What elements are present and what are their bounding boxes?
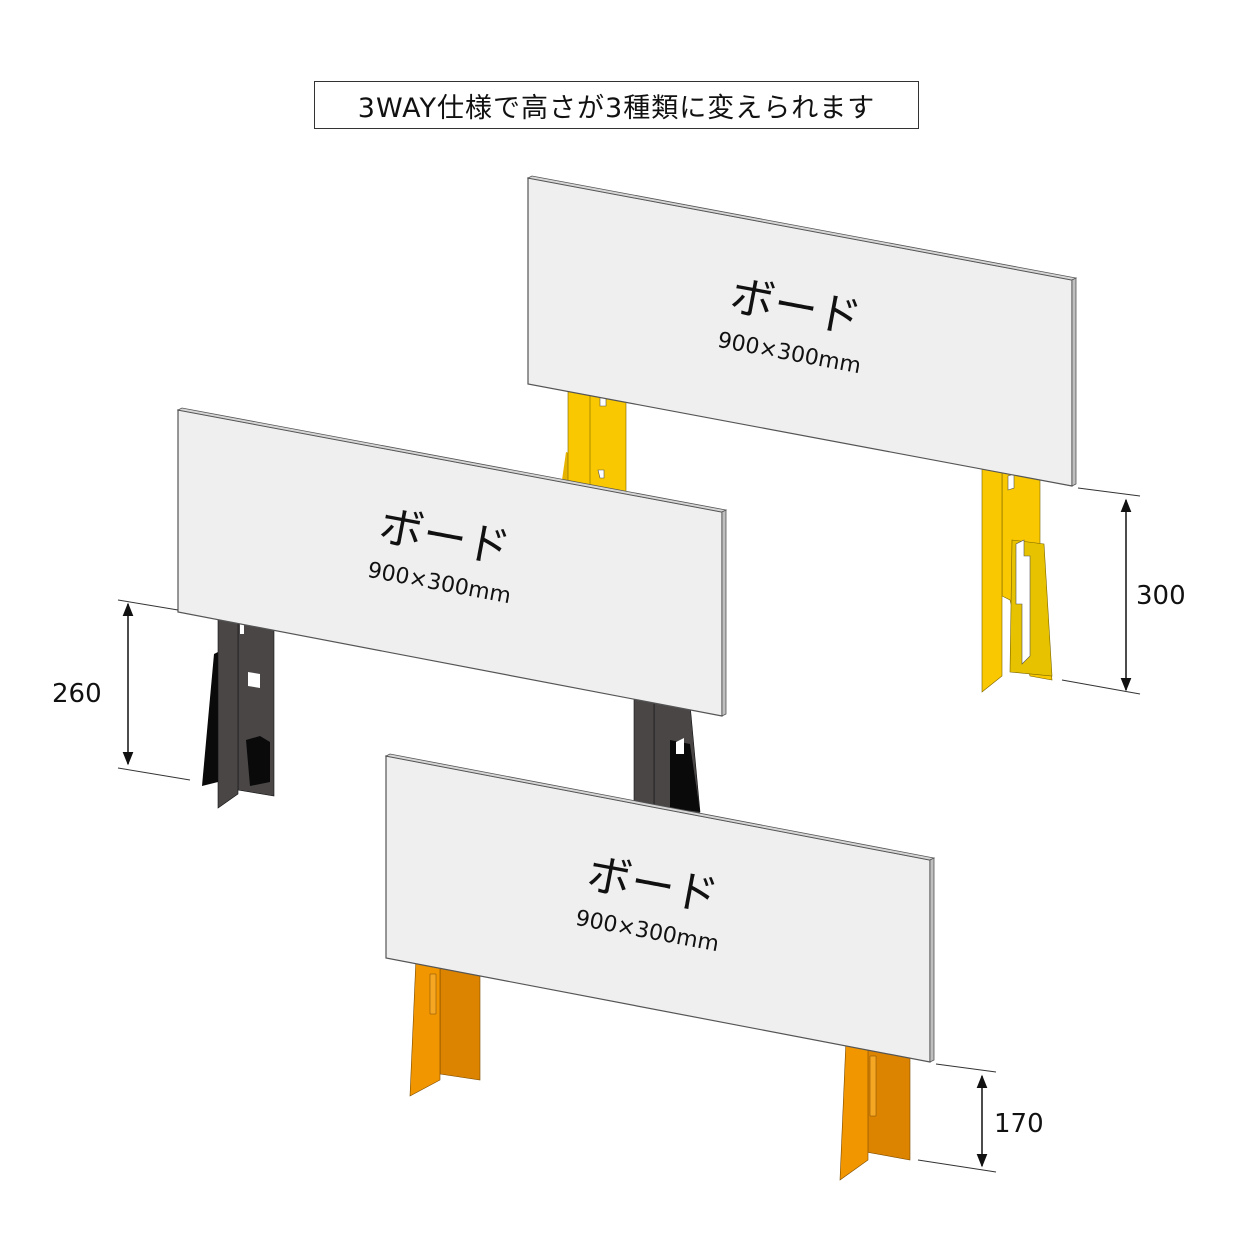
dimension-170: 170 [917, 1063, 1044, 1173]
dimension-260-label: 260 [52, 679, 102, 709]
dimension-300: 300 [1061, 487, 1186, 695]
board-2-leg-left [202, 601, 275, 809]
title-box: 3WAY仕様で高さが3種類に変えられます [314, 81, 919, 129]
board-2-leg-right [633, 683, 701, 817]
dimension-260: 260 [52, 599, 191, 781]
board-3-leg-left [409, 947, 481, 1097]
board-1-group: ボード 900×300mm [526, 175, 1078, 693]
dimension-300-label: 300 [1136, 581, 1186, 611]
board-3-leg-right [839, 1029, 911, 1181]
title-text: 3WAY仕様で高さが3種類に変えられます [357, 92, 876, 124]
board-1-leg-left [562, 373, 627, 493]
board-1-leg-right [981, 455, 1053, 693]
board-3-group: ボード 900×300mm [384, 753, 936, 1181]
dimension-170-label: 170 [994, 1109, 1044, 1139]
board-2-group: ボード 900×300mm [176, 407, 728, 817]
